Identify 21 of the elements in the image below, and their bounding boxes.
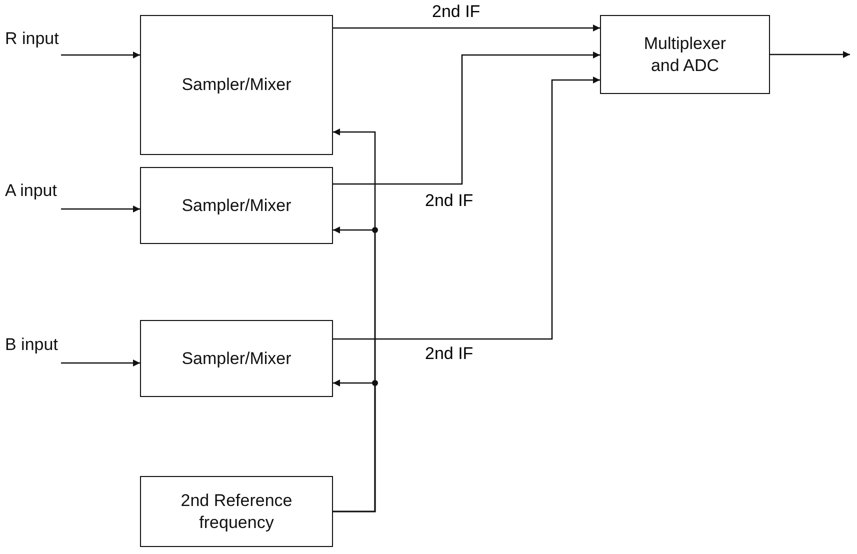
block-box bbox=[140, 167, 333, 244]
block-box bbox=[140, 476, 333, 547]
arrow bbox=[333, 76, 600, 340]
arrow bbox=[61, 206, 140, 212]
block-box bbox=[140, 320, 333, 397]
block-label: Multiplexer and ADC bbox=[642, 33, 728, 76]
block-box bbox=[600, 15, 770, 94]
input-label: R input bbox=[5, 28, 59, 50]
arrow bbox=[770, 51, 850, 58]
arrow bbox=[61, 360, 140, 366]
block-box bbox=[140, 15, 333, 155]
arrow bbox=[333, 24, 600, 32]
block-label: 2nd Reference frequency bbox=[180, 490, 294, 533]
input-label: A input bbox=[5, 180, 57, 202]
arrow bbox=[61, 52, 140, 58]
block-label: Sampler/Mixer bbox=[180, 348, 292, 370]
block-label: Sampler/Mixer bbox=[180, 74, 292, 96]
arrow bbox=[333, 380, 376, 512]
block-label: Sampler/Mixer bbox=[180, 194, 292, 216]
input-label: B input bbox=[5, 334, 58, 356]
arrow bbox=[333, 52, 600, 185]
